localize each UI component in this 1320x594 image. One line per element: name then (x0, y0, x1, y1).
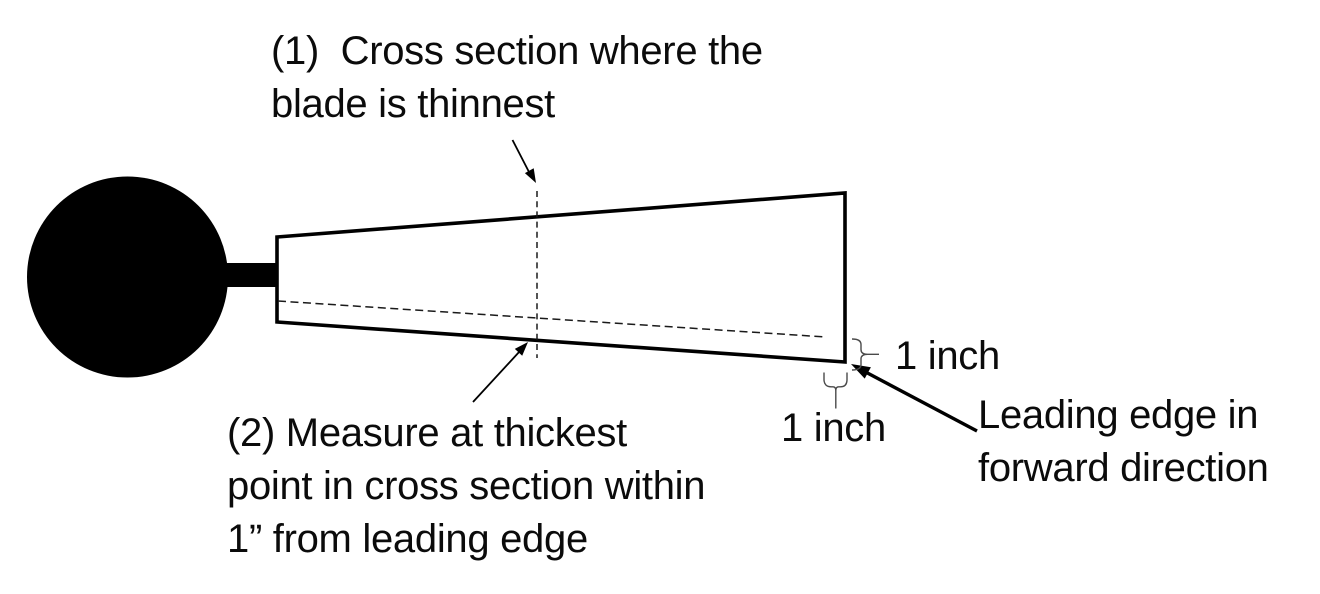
cross-section-pointer-arrow (511, 139, 536, 183)
arrowhead-icon (524, 168, 536, 183)
arrow-line (865, 370, 978, 433)
one-inch-vertical-label: 1 inch (895, 334, 1000, 378)
cross-section-label: (1) Cross section where the blade is thi… (271, 29, 763, 126)
arrow-line (472, 350, 521, 403)
hub-shaft (225, 263, 279, 287)
one-inch-horizontal-brace (823, 372, 848, 409)
hub-circle (27, 176, 228, 378)
arrowhead-icon (514, 342, 528, 356)
measure-point-label: (2) Measure at thickest point in cross s… (227, 411, 706, 561)
arrow-line (511, 139, 530, 173)
one-inch-horizontal-label: 1 inch (781, 406, 886, 450)
thickest-point-pointer-arrow (472, 342, 528, 403)
leading-edge-pointer-arrow (851, 364, 978, 433)
leading-edge-label: Leading edge in forward direction (978, 393, 1269, 490)
one-inch-vertical-brace (851, 338, 879, 371)
arrowhead-icon (851, 364, 871, 379)
chord-dashed-line (277, 300, 827, 338)
blade-outline (275, 191, 847, 364)
